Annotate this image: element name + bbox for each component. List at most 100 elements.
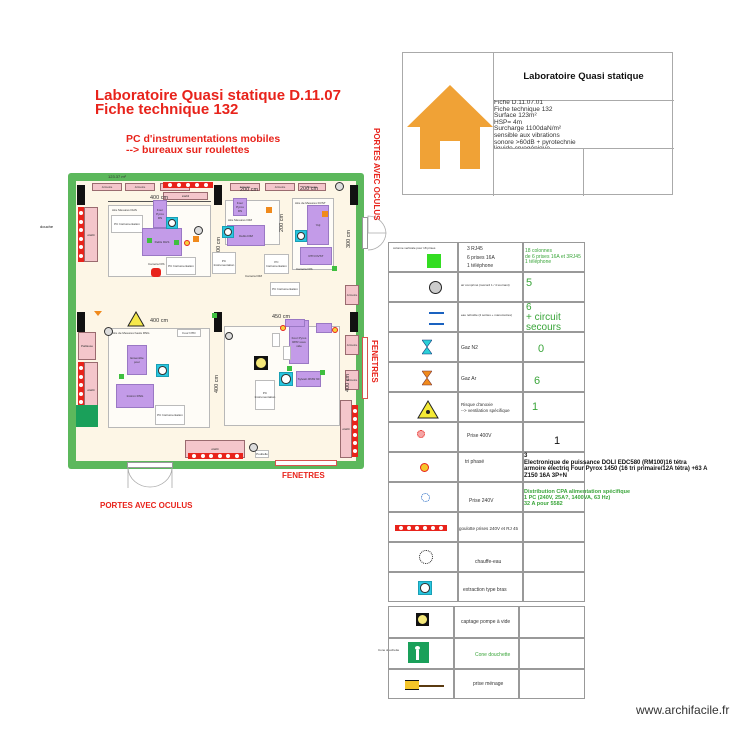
four-ntd[interactable]: Four NTD xyxy=(177,329,201,337)
pc-instrumentation[interactable]: PC Instrumentation xyxy=(270,282,300,296)
dimension-label: 450 cm xyxy=(272,314,291,320)
colonne-icon xyxy=(119,374,124,379)
anoxie-icon xyxy=(417,400,439,419)
legend-desc-cell: eau refroidie (2 sorties + manomètres) xyxy=(458,302,523,332)
door-swing-right-icon xyxy=(367,215,387,251)
window-bottom xyxy=(275,460,337,466)
gaz-ar-icon xyxy=(193,236,199,242)
cuve-azote xyxy=(272,333,280,347)
legend-icon-cell xyxy=(388,512,458,542)
pc-instrumentation[interactable]: PC Instrumentation xyxy=(264,254,289,274)
air-comprime-icon xyxy=(225,332,233,340)
triphase-details: 3 Electronique de puissance DOLI EDC580 … xyxy=(524,453,708,479)
pc-instrumentation[interactable]: PC Instrumentation xyxy=(155,405,185,425)
bench-armoire-6: Armoire xyxy=(298,183,326,191)
triphase-icon xyxy=(420,463,429,472)
bench-armoire-right-3: Armoire xyxy=(345,370,359,390)
windows-label-right: FENETRES xyxy=(370,340,379,383)
bench-etabli-right: établi xyxy=(340,400,352,458)
bench-etabli-top: établi xyxy=(163,192,208,200)
cartouche-title: Laboratoire Quasi statique xyxy=(523,71,644,82)
pillar xyxy=(214,312,222,332)
goulotte-right xyxy=(352,405,358,457)
legend-desc-cell: Cone douchette xyxy=(454,638,519,669)
pc-instrumentation[interactable]: PC Instrumentation xyxy=(111,215,143,233)
pillar xyxy=(77,312,85,332)
air-comprime-icon xyxy=(249,443,258,452)
douche-icon xyxy=(76,405,98,427)
dimension-label: 300 cm xyxy=(346,229,352,248)
plan-subtitle: Fiche technique 132 xyxy=(95,101,239,118)
legend-icon-cell xyxy=(388,606,454,638)
pompe-vide-icon xyxy=(416,613,429,626)
door-swing-bottom-icon xyxy=(127,467,173,488)
pillar xyxy=(350,312,358,332)
colonne-icon xyxy=(427,254,441,268)
doors-label-bottom: PORTES AVEC OCULUS xyxy=(100,501,193,510)
legend-desc-cell: prise ménage xyxy=(454,669,519,699)
machine-four-pyros: Four Pyros RN xyxy=(153,200,167,228)
dimension-label: 400 cm xyxy=(150,195,169,201)
air-comprime-icon xyxy=(335,182,344,191)
gaz-ar-icon xyxy=(266,207,272,213)
machine-ensemble-vide xyxy=(316,323,332,333)
prise-400v-icon xyxy=(417,430,425,438)
legend-icon-cell: colonne verticale pour 18 prises xyxy=(388,242,458,272)
air-comprime-icon xyxy=(429,281,442,294)
legend-value-cell xyxy=(519,669,585,699)
watermark[interactable]: www.archifacile.fr xyxy=(636,703,730,717)
camera-label: Caméra DIS xyxy=(296,267,313,271)
extraction-icon xyxy=(156,364,169,377)
triphase-icon xyxy=(332,327,338,333)
camera-label: Caméra DIM xyxy=(245,274,263,278)
machine-ensemble-bain xyxy=(285,319,305,327)
legend-value-cell: 1 xyxy=(523,392,585,422)
colonne-icon xyxy=(212,313,217,318)
plan-title: Laboratoire Quasi statique D.11.07 xyxy=(95,87,341,104)
legend-icon-cell xyxy=(388,272,458,302)
extraction-icon xyxy=(222,226,234,238)
pc-instrumentation[interactable]: PC Instrumentation xyxy=(166,257,196,275)
legend-icon-cell xyxy=(388,332,458,362)
dimension-label: 200 cm xyxy=(279,213,285,232)
door-bottom[interactable] xyxy=(127,462,173,468)
colonne-icon xyxy=(320,370,325,375)
pillar xyxy=(77,185,85,205)
legend-value-cell: 0 xyxy=(523,332,585,362)
legend-value-cell: 1 xyxy=(523,422,585,452)
anoxie-icon xyxy=(127,311,145,327)
legend-desc-cell: chauffe-eau xyxy=(458,542,523,572)
air-comprime-icon xyxy=(104,327,113,336)
goulotte-bottom xyxy=(188,453,243,459)
legend-desc-cell: Risque d'anoxie --> ventilation spécifiq… xyxy=(458,392,523,422)
gaz-ar-icon xyxy=(422,370,432,386)
dimension-label: 400 cm xyxy=(150,318,169,324)
bench-paillasse-left: Paillasse xyxy=(78,332,96,360)
triphase-icon xyxy=(280,325,286,331)
legend-value-cell: 6 xyxy=(523,362,585,392)
machine-sylvain: Sylvain RNW 90 xyxy=(296,371,321,387)
pc-instrumentation[interactable]: PC Instrumentation xyxy=(255,380,275,410)
gaz-ar-icon xyxy=(322,211,328,217)
door-right[interactable] xyxy=(362,217,368,249)
bench-armoire-5: Armoire xyxy=(265,183,295,191)
doors-label-right: PORTES AVEC OCULUS xyxy=(372,128,381,221)
legend-desc-cell: air comprimé (raccord 1 / 4 tournant) xyxy=(458,272,523,302)
colonne-icon xyxy=(147,238,152,243)
legend-desc-cell: Prise 240V xyxy=(458,482,523,512)
legend-desc-cell: goulotte prises 240V et RJ 45 xyxy=(458,512,523,542)
legend-icon-cell xyxy=(388,392,458,422)
douche-label: douche xyxy=(40,224,54,229)
legend-value-cell xyxy=(523,512,585,542)
triphase-icon xyxy=(184,240,190,246)
legend-desc-cell: 3 RJ45 6 prises 16A 1 téléphone xyxy=(458,242,523,272)
legend-icon-cell xyxy=(388,302,458,332)
extraction-icon xyxy=(166,217,178,229)
pc-instrumentation[interactable]: PC Instrumentation xyxy=(212,252,236,274)
gaz-n2-icon xyxy=(422,339,432,355)
machine-instron-rng: Instron RNG xyxy=(116,384,154,408)
legend-value-cell: 5 xyxy=(523,272,585,302)
goulotte-left-top xyxy=(78,207,84,262)
eau-refroidie-icon xyxy=(429,312,444,325)
legend-value-cell: 18 colonnes de 6 prises 16A et 3RJ45 1 t… xyxy=(523,242,585,272)
